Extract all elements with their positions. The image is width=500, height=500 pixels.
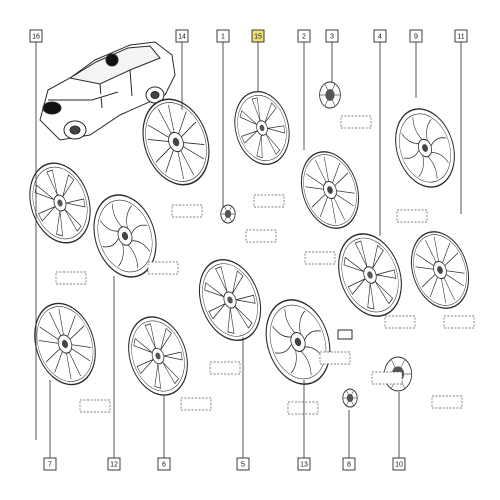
callout-box [251, 29, 265, 43]
callout-box [392, 457, 406, 471]
reference-box [245, 229, 277, 243]
callout-box [297, 29, 311, 43]
callout-box [175, 29, 189, 43]
reference-box [319, 351, 351, 365]
callout-5: 5 [236, 337, 250, 471]
reference-box [171, 204, 203, 218]
callout-3: 3 [325, 29, 339, 82]
callout-number: 10 [395, 462, 403, 469]
reference-box [287, 401, 319, 415]
callout-15: 15 [251, 29, 265, 92]
callout-8: 8 [342, 410, 356, 471]
center-cap-3 [319, 81, 341, 109]
callout-number: 15 [254, 34, 262, 41]
callout-box [43, 457, 57, 471]
callout-11: 11 [454, 29, 468, 214]
callout-number: 11 [457, 34, 464, 41]
callout-number: 3 [330, 34, 334, 41]
callout-number: 2 [302, 34, 306, 41]
reference-box [396, 209, 428, 223]
clip-part [337, 329, 353, 340]
callout-number: 9 [414, 34, 418, 41]
callout-13: 13 [297, 380, 311, 471]
callout-7: 7 [43, 380, 57, 471]
callout-1: 1 [216, 29, 230, 208]
callout-box [236, 457, 250, 471]
center-cap-1 [220, 204, 236, 224]
callout-box [216, 29, 230, 43]
callout-box [325, 29, 339, 43]
reference-box [180, 397, 212, 411]
callout-6: 6 [157, 396, 171, 471]
callout-number: 4 [378, 34, 382, 41]
reference-box [55, 271, 87, 285]
wheel-cover-6 [118, 308, 198, 404]
callout-number: 6 [162, 462, 166, 469]
callout-number: 12 [110, 462, 118, 469]
wheel-cover-14 [130, 89, 222, 195]
wheel-cover-7 [24, 294, 106, 394]
reference-box [431, 395, 463, 409]
callout-box [297, 457, 311, 471]
callout-box [342, 457, 356, 471]
reference-box [209, 361, 241, 375]
wheel-cover-9 [385, 100, 465, 196]
reference-box [443, 315, 475, 329]
callout-number: 5 [241, 462, 245, 469]
callout-16: 16 [29, 29, 43, 440]
wheel-cover-2 [291, 143, 369, 237]
reference-box [147, 261, 179, 275]
callout-box [373, 29, 387, 43]
callout-box [409, 29, 423, 43]
reference-box [371, 371, 403, 385]
callout-12: 12 [107, 276, 121, 471]
reference-box [79, 399, 111, 413]
wheel-cover-16 [19, 154, 101, 252]
wheel-cover-11 [401, 223, 479, 317]
wheel-cover-4 [326, 224, 414, 326]
callout-10: 10 [392, 392, 406, 471]
callout-number: 1 [221, 34, 225, 41]
wheel-cover-13 [255, 290, 341, 394]
callout-number: 16 [32, 34, 40, 41]
reference-box [253, 194, 285, 208]
wheel-cover-5 [188, 250, 272, 350]
callout-box [29, 29, 43, 43]
callout-4: 4 [373, 29, 387, 236]
callout-box [454, 29, 468, 43]
callout-number: 8 [347, 462, 351, 469]
reference-box [304, 251, 336, 265]
callout-number: 13 [300, 462, 308, 469]
callout-box [107, 457, 121, 471]
callout-9: 9 [409, 29, 423, 98]
callout-box [157, 457, 171, 471]
callout-14: 14 [175, 29, 189, 110]
sedan-car-illustration [39, 41, 176, 141]
valve-clip-8 [342, 388, 358, 408]
callout-number: 7 [48, 462, 52, 469]
callout-2: 2 [297, 29, 311, 150]
wheel-cover-15 [226, 85, 298, 171]
reference-box [384, 315, 416, 329]
reference-box [340, 115, 372, 129]
callout-number: 14 [178, 34, 186, 41]
